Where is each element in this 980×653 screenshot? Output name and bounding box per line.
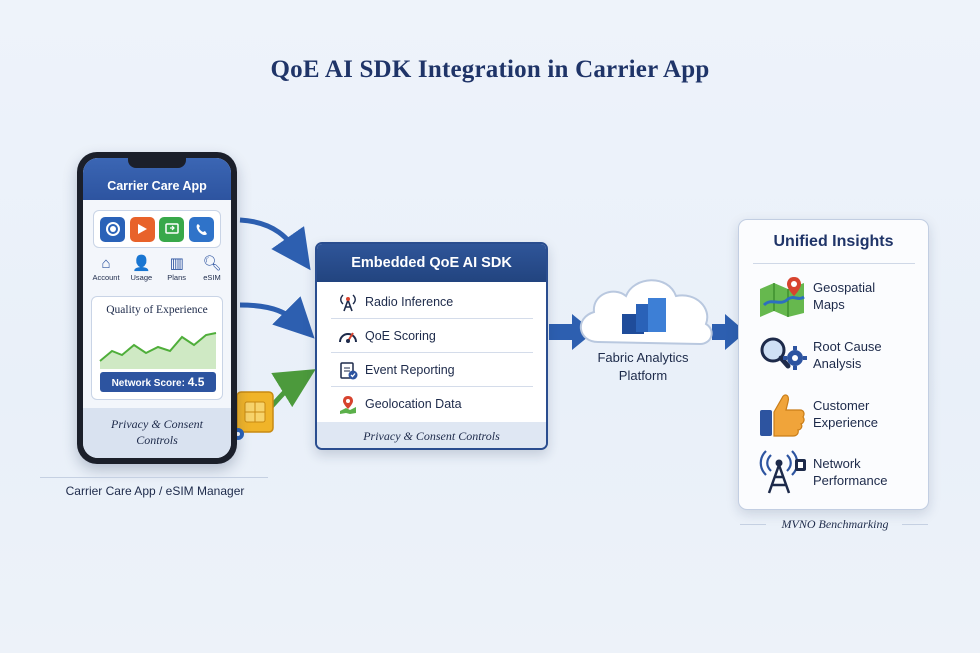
nav-item-usage[interactable]: 👤 Usage: [124, 255, 158, 289]
insight-label-line-2: Experience: [813, 415, 879, 430]
nav-item-plans[interactable]: ▥ Plans: [160, 255, 194, 289]
cloud-label: Fabric Analytics Platform: [568, 349, 718, 385]
sdk-row-event-reporting: Event Reporting: [331, 353, 533, 387]
sdk-row-label: Geolocation Data: [365, 397, 462, 411]
insight-label-line-1: Root Cause: [813, 339, 882, 354]
app-icon-row: [93, 210, 221, 248]
phone-device: Carrier Care App ⌂ Account 👤: [77, 152, 237, 464]
play-icon[interactable]: [129, 216, 155, 242]
sdk-row-qoe-scoring: QoE Scoring: [331, 319, 533, 353]
insight-label-line-1: Geospatial: [813, 280, 876, 295]
arrow-cloud-to-insights: [712, 314, 746, 350]
mvno-benchmarking-label: MVNO Benchmarking: [781, 517, 889, 531]
gauge-icon: [331, 327, 365, 345]
nav-label: Account: [92, 273, 120, 282]
sdk-row-radio-inference: Radio Inference: [331, 285, 533, 319]
privacy-line-2: Controls: [136, 433, 178, 447]
cloud-icon: [579, 279, 713, 346]
sdk-row-label: QoE Scoring: [365, 328, 436, 343]
network-score-badge: Network Score: 4.5: [100, 372, 216, 392]
record-icon[interactable]: [100, 216, 126, 242]
qoe-card: Quality of Experience Network Score: 4.5: [91, 296, 223, 400]
insight-label-line-2: Analysis: [813, 356, 862, 371]
diagram-title: QoE AI SDK Integration in Carrier App: [270, 56, 710, 83]
sdk-title: Embedded QoE AI SDK: [317, 244, 546, 282]
nav-label: Plans: [167, 273, 187, 282]
insight-label-line-2: Performance: [813, 473, 888, 488]
arrow-phone-to-sdk-top: [239, 217, 311, 271]
home-icon: ⌂: [101, 255, 111, 272]
score-value: 4.5: [187, 375, 205, 389]
sdk-box: Embedded QoE AI SDK Radio Inference QoE …: [315, 242, 548, 450]
nav-label: eSIM: [203, 273, 221, 282]
nav-item-account[interactable]: ⌂ Account: [89, 255, 123, 289]
nav-label: Usage: [130, 273, 153, 282]
insights-title: Unified Insights: [773, 233, 894, 250]
sim-card-icon: [236, 391, 274, 433]
insight-label-line-1: Customer: [813, 398, 870, 413]
phone-icon[interactable]: [188, 216, 214, 242]
clipboard-check-icon: [331, 360, 365, 380]
privacy-line-1: Privacy & Consent: [111, 417, 203, 431]
bottom-nav: ⌂ Account 👤 Usage ▥ Plans 🔍︎ eSIM: [89, 255, 229, 289]
user-icon: 👤: [131, 255, 151, 272]
arrow-phone-to-sdk-low: [268, 369, 316, 410]
tower-icon: [751, 449, 813, 495]
insight-label-line-1: Network: [813, 456, 861, 471]
phone-privacy-controls[interactable]: Privacy & Consent Controls: [83, 408, 231, 458]
mvno-divider-right: [902, 524, 928, 525]
map-pin-icon: [331, 394, 365, 414]
insights-divider: [753, 263, 915, 264]
qoe-card-title: Quality of Experience: [106, 304, 208, 316]
search-icon: 🔍︎: [202, 255, 222, 272]
map-icon: [751, 275, 813, 317]
sdk-privacy-controls: Privacy & Consent Controls: [317, 422, 546, 448]
cloud-label-line-2: Platform: [618, 368, 668, 383]
sdk-row-label: Event Reporting: [365, 362, 455, 377]
mvno-divider-left: [740, 524, 766, 525]
score-label: Network Score:: [111, 378, 185, 389]
sdk-row-label: Radio Inference: [365, 294, 454, 309]
arrow-phone-to-sdk-mid: [239, 296, 315, 339]
caption-divider: [40, 477, 268, 478]
magnifier-gear-icon: [751, 334, 813, 376]
qoe-trend-sparkline: [99, 332, 217, 369]
phone-notch: [128, 158, 186, 168]
antenna-icon: [331, 292, 365, 312]
thumbs-up-icon: [751, 390, 813, 438]
cloud-label-line-1: Fabric Analytics: [597, 350, 689, 365]
phone-caption: Carrier Care App / eSIM Manager: [65, 484, 245, 498]
bars-icon: ▥: [169, 255, 184, 272]
sdk-row-geolocation-data: Geolocation Data: [331, 387, 533, 421]
screen-icon[interactable]: [159, 216, 185, 242]
phone-screen: Carrier Care App ⌂ Account 👤: [83, 158, 231, 458]
insight-label-line-2: Maps: [813, 297, 845, 312]
app-title: Carrier Care App: [107, 179, 207, 193]
nav-item-esim[interactable]: 🔍︎ eSIM: [195, 255, 229, 289]
